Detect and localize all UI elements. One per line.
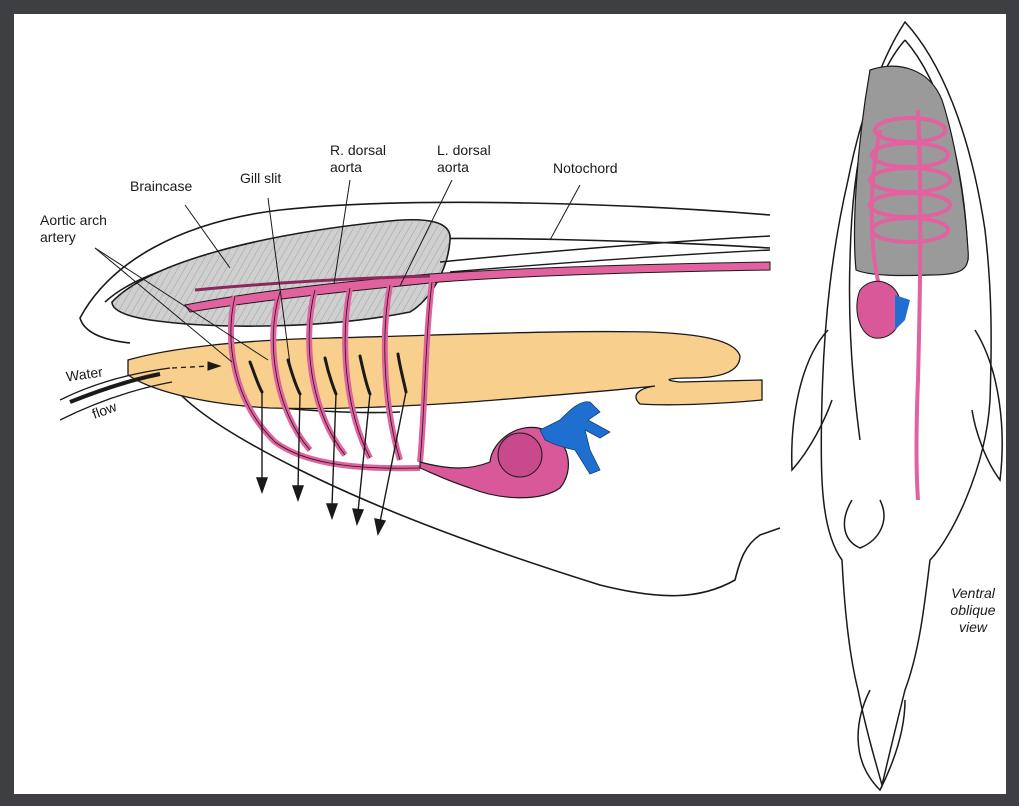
label-notochord: Notochord (553, 160, 618, 177)
label-aortic-arch-artery: Aortic arch artery (40, 212, 107, 246)
label-r-dorsal-aorta: R. dorsal aorta (330, 142, 386, 176)
paper-panel (14, 14, 1006, 794)
ventral-heart (857, 281, 901, 338)
label-braincase: Braincase (130, 178, 192, 195)
label-gill-slit: Gill slit (240, 170, 281, 187)
label-ventral-oblique-view: Ventral oblique view (940, 585, 1006, 636)
label-l-dorsal-aorta: L. dorsal aorta (437, 142, 491, 176)
